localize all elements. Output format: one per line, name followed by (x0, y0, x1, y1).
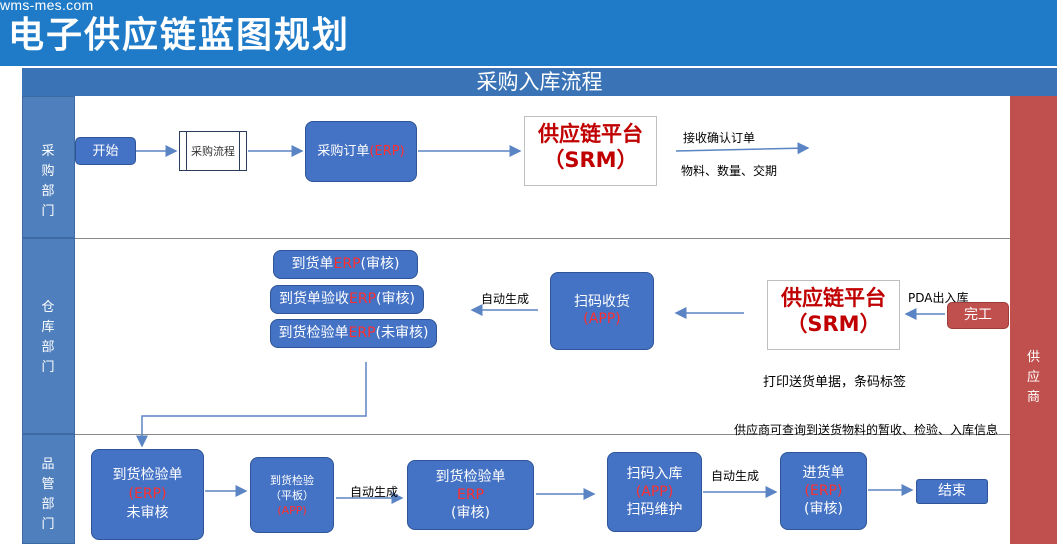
header-banner (0, 0, 1057, 66)
qc-inspection-unreviewed-node[interactable]: 到货检验单 (ERP) 未审核 (91, 449, 204, 540)
srm-platform-warehouse[interactable]: 供应链平台 （SRM） (767, 280, 900, 350)
arrival-erp-node[interactable]: 到货单ERP(审核) (273, 250, 418, 279)
arrival-erp-status: (审核) (360, 256, 400, 272)
lane-divider (75, 434, 1010, 435)
lane-purchase (22, 96, 75, 238)
scan-in-system: (APP) (635, 484, 674, 500)
watermark-text: wms-mes.com (0, 0, 94, 13)
srm-title: 供应链平台 (538, 122, 643, 146)
lane-label-purchase: 采购部门 (41, 144, 56, 219)
qc-node-system: (ERP) (128, 486, 167, 502)
lane-label-warehouse: 仓库部门 (41, 300, 56, 375)
auto-generate-label: 自动生成 (711, 469, 760, 483)
receipt-title: 进货单 (802, 465, 845, 481)
arrow (136, 362, 367, 448)
qc-inspection-reviewed-node[interactable]: 到货检验单 ERP (审核) (407, 460, 534, 530)
auto-generate-label: 自动生成 (350, 485, 399, 499)
srm-title: 供应链平台 (781, 286, 886, 310)
arrival-accept-label: 到货单验收 (279, 291, 350, 307)
receipt-system: (ERP) (804, 483, 843, 499)
arrival-erp-label: 到货单 (291, 256, 334, 272)
material-qty-date-label: 物料、数量、交期 (681, 164, 778, 178)
qc-reviewed-status: (审核) (451, 505, 490, 521)
start-node[interactable]: 开始 (75, 137, 136, 165)
qc-reviewed-system: ERP (456, 487, 484, 503)
start-label: 开始 (92, 143, 119, 159)
pda-in-out-label: PDA出入库 (908, 291, 969, 305)
arrival-erp-system: ERP (333, 256, 361, 272)
qc-node-status: 未审核 (126, 505, 169, 521)
flow-title: 采购入库流程 (22, 68, 1057, 96)
qc-reviewed-title: 到货检验单 (435, 469, 506, 485)
auto-generate-label: 自动生成 (481, 292, 530, 306)
purchase-process-label: 采购流程 (191, 145, 235, 158)
print-docs-label: 打印送货单据，条码标签 (763, 375, 907, 390)
po-system: (ERP) (369, 144, 405, 159)
arrival-accept-erp-node[interactable]: 到货单验收ERP(审核) (270, 285, 424, 314)
end-node[interactable]: 结束 (916, 479, 988, 504)
po-label: 采购订单 (317, 144, 370, 159)
done-label: 完工 (964, 307, 992, 323)
end-label: 结束 (938, 483, 966, 499)
lane-warehouse (22, 238, 75, 434)
arrival-inspect-erp-node[interactable]: 到货检验单ERP(未审核) (270, 319, 437, 348)
lane-supplier (1010, 96, 1057, 544)
arrow (675, 142, 810, 155)
srm-subtitle: （SRM） (543, 148, 638, 172)
arrival-inspect-status: (未审核) (375, 325, 429, 341)
receipt-status: (审核) (804, 501, 843, 517)
qc-pad-system: (APP) (277, 503, 307, 517)
qc-node-title: 到货检验单 (112, 467, 183, 483)
lane-divider (75, 238, 1010, 239)
scan-in-title: 扫码入库 (626, 466, 683, 482)
arrival-inspect-system: ERP (348, 325, 376, 341)
scan-in-maintain: 扫码维护 (626, 502, 683, 518)
scan-receive-label: 扫码收货 (574, 294, 630, 310)
purchase-order-node[interactable]: 采购订单(ERP) (305, 121, 417, 182)
qc-pad-node[interactable]: 到货检验 （平板） (APP) (250, 457, 334, 533)
scan-in-node[interactable]: 扫码入库 (APP) 扫码维护 (607, 452, 702, 532)
lane-label-quality: 品管部门 (41, 457, 56, 532)
srm-platform-purchase[interactable]: 供应链平台 （SRM） (524, 116, 657, 186)
arrival-accept-status: (审核) (376, 291, 415, 307)
page-title: 电子供应链蓝图规划 (8, 15, 351, 56)
done-node[interactable]: 完工 (947, 302, 1009, 329)
arrival-inspect-label: 到货检验单 (278, 325, 349, 341)
purchase-process-node[interactable]: 采购流程 (179, 131, 247, 171)
scan-receive-node[interactable]: 扫码收货 (APP) (550, 272, 654, 350)
qc-pad-title: 到货检验 (270, 473, 314, 487)
lane-label-supplier: 供应商 (1026, 350, 1040, 405)
receipt-node[interactable]: 进货单 (ERP) (审核) (780, 452, 867, 530)
qc-pad-device: （平板） (270, 488, 314, 502)
receive-confirm-label: 接收确认订单 (683, 131, 756, 145)
arrival-accept-system: ERP (349, 291, 377, 307)
scan-receive-system: (APP) (583, 311, 621, 327)
supplier-query-label: 供应商可查询到送货物料的暂收、检验、入库信息 (734, 423, 999, 437)
srm-subtitle: （SRM） (786, 312, 881, 336)
